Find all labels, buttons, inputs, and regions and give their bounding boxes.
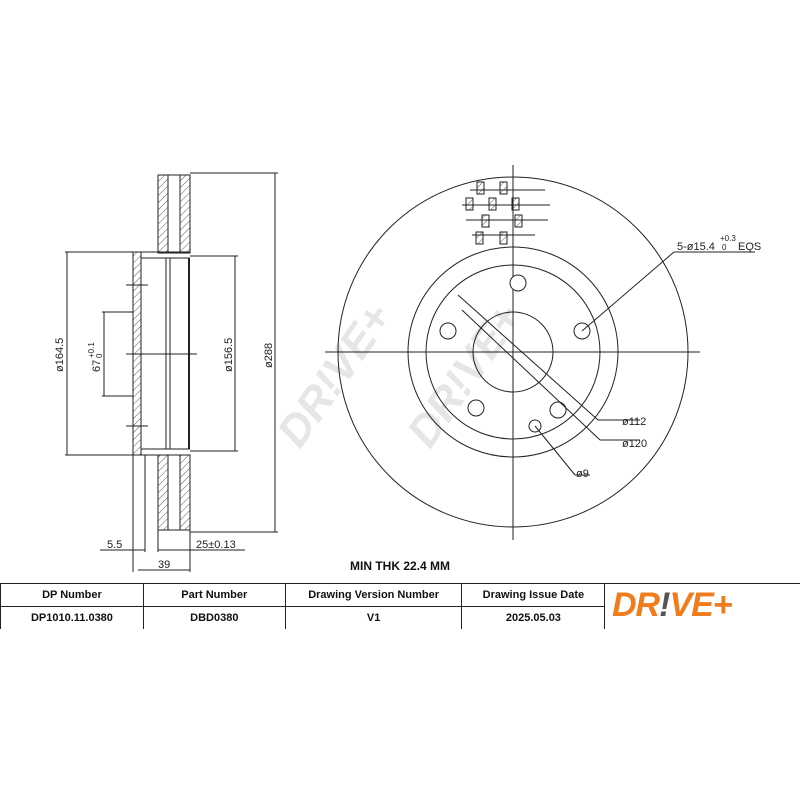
logo-text: DR bbox=[612, 586, 660, 624]
front-view bbox=[325, 165, 755, 540]
label-pcd: ø112 bbox=[622, 416, 646, 428]
watermark: DR!VE+ DR!VE+ bbox=[268, 294, 531, 455]
header-issue-date: Drawing Issue Date bbox=[461, 583, 606, 607]
dim-hub-diameter: ø164.5 bbox=[54, 338, 66, 372]
label-bolt-holes-eqs: EQS bbox=[738, 241, 761, 253]
min-thickness-note: MIN THK 22.4 MM bbox=[350, 559, 451, 573]
label-bolt-holes-tol-lower: 0 bbox=[722, 243, 727, 252]
header-part-number: Part Number bbox=[142, 583, 286, 607]
dim-bore: 67 bbox=[91, 360, 103, 372]
value-dp-number: DP1010.11.0380 bbox=[0, 606, 144, 629]
label-centering: ø120 bbox=[622, 438, 647, 450]
value-issue-date: 2025.05.03 bbox=[461, 606, 606, 629]
dim-thickness: 25±0.13 bbox=[196, 539, 236, 551]
svg-text:DR!VE+: DR!VE+ bbox=[268, 294, 401, 455]
drive-plus-logo: DR!VE+ bbox=[612, 586, 733, 625]
logo-bang: ! bbox=[659, 586, 670, 624]
dim-height: 39 bbox=[158, 559, 170, 571]
technical-drawing: DR!VE+ DR!VE+ ø164.5 67 bbox=[54, 165, 761, 572]
title-block-table: DP Number Part Number Drawing Version Nu… bbox=[0, 583, 800, 629]
header-dp-number: DP Number bbox=[0, 583, 144, 607]
dim-bore-tol-lower: 0 bbox=[95, 353, 104, 358]
label-bolt-holes-tol-upper: +0.3 bbox=[720, 234, 736, 243]
dim-offset: 5.5 bbox=[107, 539, 122, 551]
logo-cell bbox=[604, 583, 800, 629]
side-view bbox=[65, 172, 278, 572]
label-bolt-holes: 5-ø15.4 bbox=[677, 241, 715, 253]
header-drawing-version: Drawing Version Number bbox=[284, 583, 463, 607]
dim-bore-tol-upper: +0.1 bbox=[87, 342, 96, 358]
dim-inner-diameter: ø156.5 bbox=[223, 338, 235, 372]
dim-outer-diameter: ø288 bbox=[263, 343, 275, 368]
label-small-hole: ø9 bbox=[576, 468, 589, 480]
value-part-number: DBD0380 bbox=[142, 606, 286, 629]
svg-text:DR!VE+: DR!VE+ bbox=[398, 294, 531, 455]
value-drawing-version: V1 bbox=[284, 606, 463, 629]
logo-text-end: VE+ bbox=[669, 586, 732, 624]
